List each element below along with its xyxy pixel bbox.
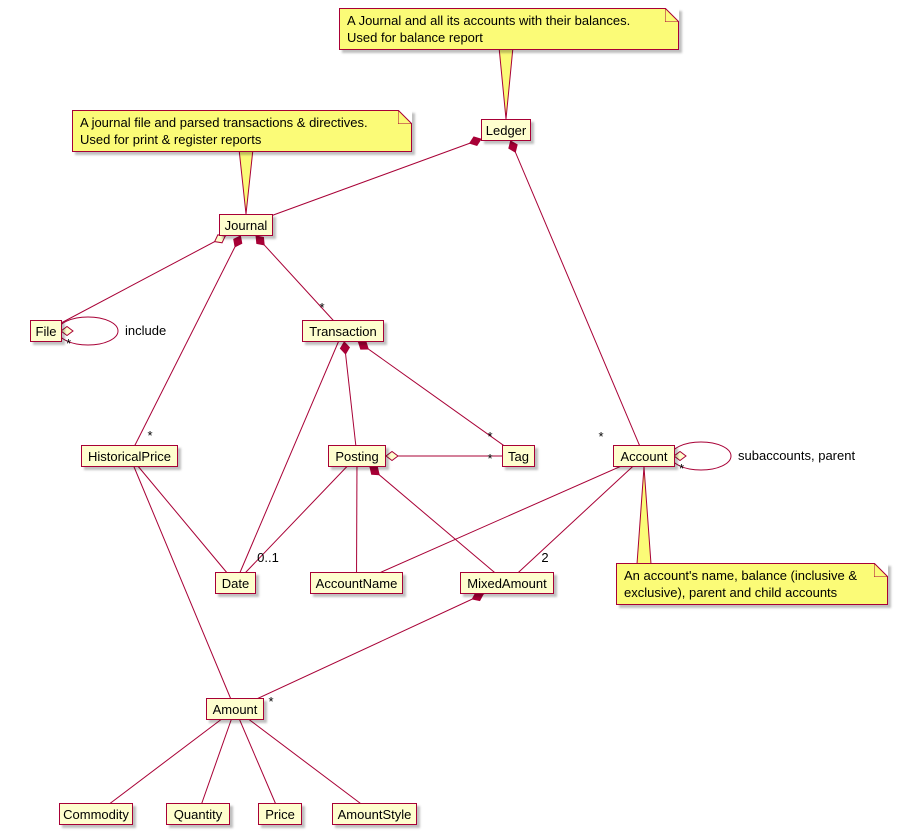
account-note: An account's name, balance (inclusive & e…	[616, 563, 888, 605]
edge-transaction-date	[235, 330, 344, 584]
edge-posting-date: 0..1	[235, 455, 358, 584]
note-text: A journal file and parsed transactions &…	[80, 115, 368, 130]
edge-posting-mixedamount	[356, 455, 508, 584]
edge-account-mixedamount: 2	[506, 455, 645, 584]
note-fold-corner-icon	[874, 563, 888, 577]
class-name-label: Price	[265, 806, 295, 822]
filled-diamond	[255, 235, 265, 246]
edge-amount-commodity	[95, 708, 236, 815]
edge-historicalprice-amount	[129, 455, 236, 710]
note-text: A Journal and all its accounts with thei…	[347, 13, 631, 28]
edge-historicalprice-date	[129, 455, 236, 584]
class-name-label: Journal	[224, 217, 268, 233]
multiplicity-label: *	[319, 300, 324, 315]
journal-note: A journal file and parsed transactions &…	[72, 110, 412, 152]
open-diamond	[60, 325, 74, 337]
filled-diamond	[508, 140, 518, 153]
class-name-label: HistoricalPrice	[87, 448, 172, 464]
class-node-quantity: Quantity	[166, 803, 230, 825]
note-fold-flap	[665, 8, 679, 22]
edge-amount-price	[234, 708, 281, 815]
class-node-historicalprice: HistoricalPrice	[81, 445, 178, 467]
class-name-label: Ledger	[485, 122, 527, 138]
class-name-label: AmountStyle	[337, 806, 412, 822]
class-node-account: Account	[613, 445, 675, 467]
edge-journal-file	[45, 224, 247, 332]
multiplicity-label: 0..1	[257, 550, 279, 565]
filled-diamond	[233, 235, 243, 248]
edge-amount-quantity	[197, 708, 236, 815]
edge-account-accountname	[356, 455, 645, 584]
multiplicity-label: *	[66, 336, 71, 351]
class-name-label: MixedAmount	[467, 575, 547, 591]
multiplicity-label: *	[147, 428, 152, 443]
edge-transaction-posting	[339, 330, 358, 457]
class-node-commodity: Commodity	[59, 803, 133, 825]
multiplicity-label: subaccounts, parent	[738, 448, 855, 463]
ledger-note: A Journal and all its accounts with thei…	[339, 8, 679, 50]
class-node-transaction: Transaction	[302, 320, 384, 342]
multiplicity-label: include	[125, 323, 166, 338]
class-node-price: Price	[258, 803, 302, 825]
multiplicity-label: *	[487, 429, 492, 444]
class-node-amount: Amount	[206, 698, 264, 720]
class-node-tag: Tag	[502, 445, 535, 467]
multiplicity-label: 2	[541, 550, 548, 565]
class-node-posting: Posting	[328, 445, 386, 467]
self-loop-file: include *	[57, 316, 166, 351]
class-node-mixedamount: MixedAmount	[460, 572, 554, 594]
note-fold-flap	[874, 563, 888, 577]
class-name-label: Quantity	[173, 806, 223, 822]
class-node-journal: Journal	[219, 214, 273, 236]
edge-ledger-journal	[245, 129, 507, 226]
edge-transaction-tag: *	[342, 330, 519, 457]
edge-posting-accountname	[356, 455, 358, 584]
class-name-label: Amount	[212, 701, 258, 717]
edge-journal-historicalprice: *	[129, 224, 247, 457]
class-node-date: Date	[215, 572, 256, 594]
multiplicity-label: *	[598, 429, 603, 444]
open-diamond	[385, 450, 399, 462]
filled-diamond	[468, 136, 482, 147]
note-fold-corner-icon	[665, 8, 679, 22]
note-text: Used for print & register reports	[80, 132, 262, 147]
class-node-accountname: AccountName	[310, 572, 403, 594]
note-text: An account's name, balance (inclusive &	[624, 568, 857, 583]
note-fold-corner-icon	[398, 110, 412, 124]
edge-amount-amountstyle	[234, 708, 375, 815]
class-name-label: AccountName	[315, 575, 398, 591]
class-name-label: File	[35, 323, 57, 339]
class-name-label: Tag	[508, 448, 529, 464]
class-name-label: Account	[620, 448, 668, 464]
note-text: Used for balance report	[347, 30, 483, 45]
filled-diamond	[339, 341, 350, 355]
note-fold-flap	[398, 110, 412, 124]
multiplicity-label: *	[268, 694, 273, 709]
self-loop-account: subaccounts, parent *	[670, 441, 855, 476]
class-node-file: File	[30, 320, 62, 342]
multiplicity-label: *	[487, 451, 492, 466]
class-node-amountstyle: AmountStyle	[332, 803, 417, 825]
class-name-label: Commodity	[63, 806, 129, 822]
filled-diamond	[369, 466, 380, 476]
class-name-label: Transaction	[309, 323, 377, 339]
note-text: exclusive), parent and child accounts	[624, 585, 838, 600]
open-diamond	[673, 450, 687, 462]
multiplicity-label: *	[679, 461, 684, 476]
class-name-label: Posting	[335, 448, 379, 464]
edge-journal-transaction: *	[245, 224, 344, 332]
class-name-label: Date	[221, 575, 250, 591]
edge-ledger-account: *	[505, 129, 645, 457]
class-node-ledger: Ledger	[481, 119, 531, 141]
